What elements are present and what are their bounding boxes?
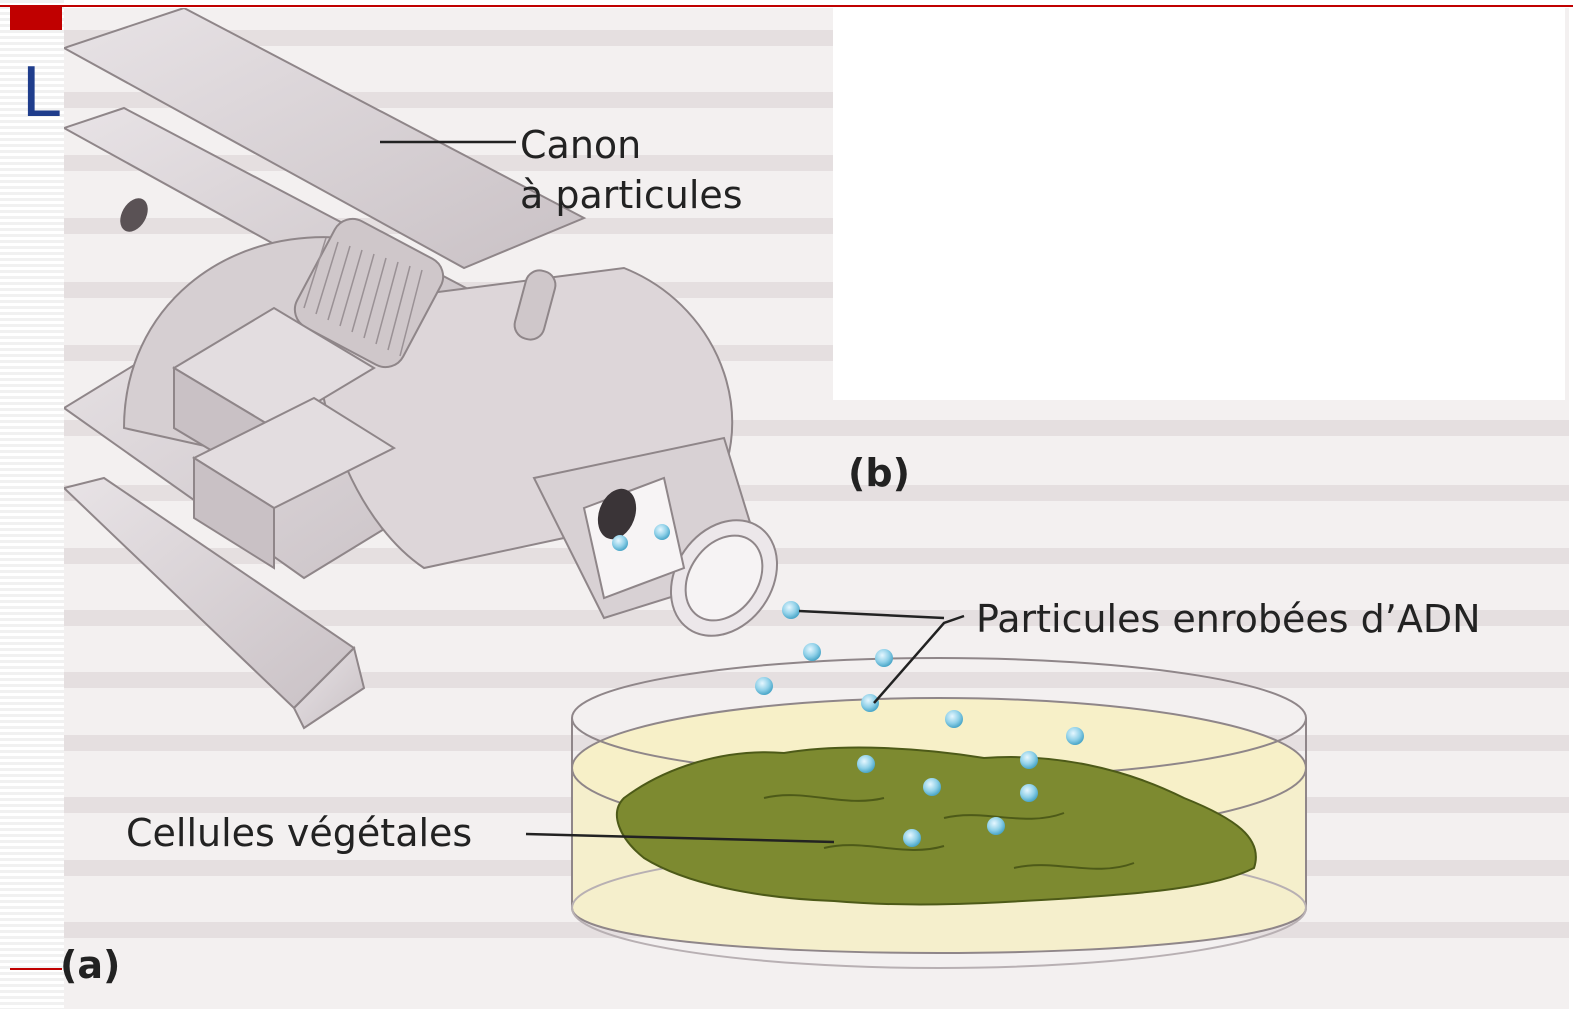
slide-title: L (22, 56, 62, 128)
top-rule (0, 5, 1573, 7)
label-panel-b: (b) (848, 454, 910, 492)
petri-dish (572, 658, 1306, 968)
white-cover-block (833, 8, 1565, 400)
label-particules-adn: Particules enrobées d’ADN (976, 600, 1481, 638)
slide-left-margin (0, 0, 64, 1009)
label-panel-a: (a) (60, 946, 120, 984)
bottom-rule (10, 968, 62, 970)
label-canon: Canon (520, 126, 641, 164)
red-corner-marker (10, 6, 62, 30)
label-cellules-vegetales: Cellules végétales (126, 814, 472, 852)
label-a-particules: à particules (520, 176, 743, 214)
